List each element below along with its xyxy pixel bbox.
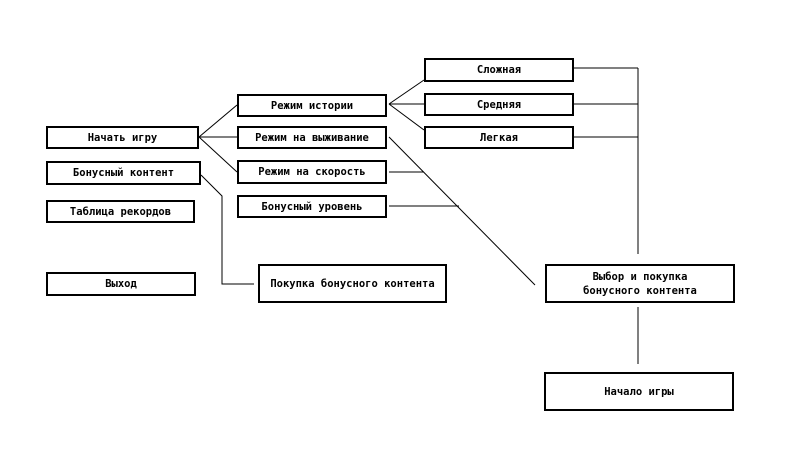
bonus-level-box: Бонусный уровень bbox=[237, 195, 387, 218]
start-game-box: Начать игру bbox=[46, 126, 199, 149]
story-mode-box: Режим истории bbox=[237, 94, 387, 117]
survival-mode-box: Режим на выживание bbox=[237, 126, 387, 149]
difficulty-hard-box: Сложная bbox=[424, 58, 574, 82]
speed-mode-box: Режим на скорость bbox=[237, 160, 387, 184]
bonus-purchase-box: Покупка бонусного контента bbox=[258, 264, 447, 303]
connector-start-to-story bbox=[198, 104, 238, 138]
connector-story-to-hard bbox=[388, 79, 425, 105]
connector-start-to-speed bbox=[198, 136, 238, 173]
connector-survival-diagonal bbox=[388, 136, 536, 286]
bonus-content-box: Бонусный контент bbox=[46, 161, 201, 185]
connector-bonus-to-purchase bbox=[200, 174, 254, 285]
difficulty-medium-box: Средняя bbox=[424, 93, 574, 116]
difficulty-easy-box: Легкая bbox=[424, 126, 574, 149]
records-table-box: Таблица рекордов bbox=[46, 200, 195, 223]
game-start-box: Начало игры bbox=[544, 372, 734, 411]
connector-story-to-easy bbox=[388, 103, 425, 131]
exit-box: Выход bbox=[46, 272, 196, 296]
select-purchase-box: Выбор и покупка бонусного контента bbox=[545, 264, 735, 303]
